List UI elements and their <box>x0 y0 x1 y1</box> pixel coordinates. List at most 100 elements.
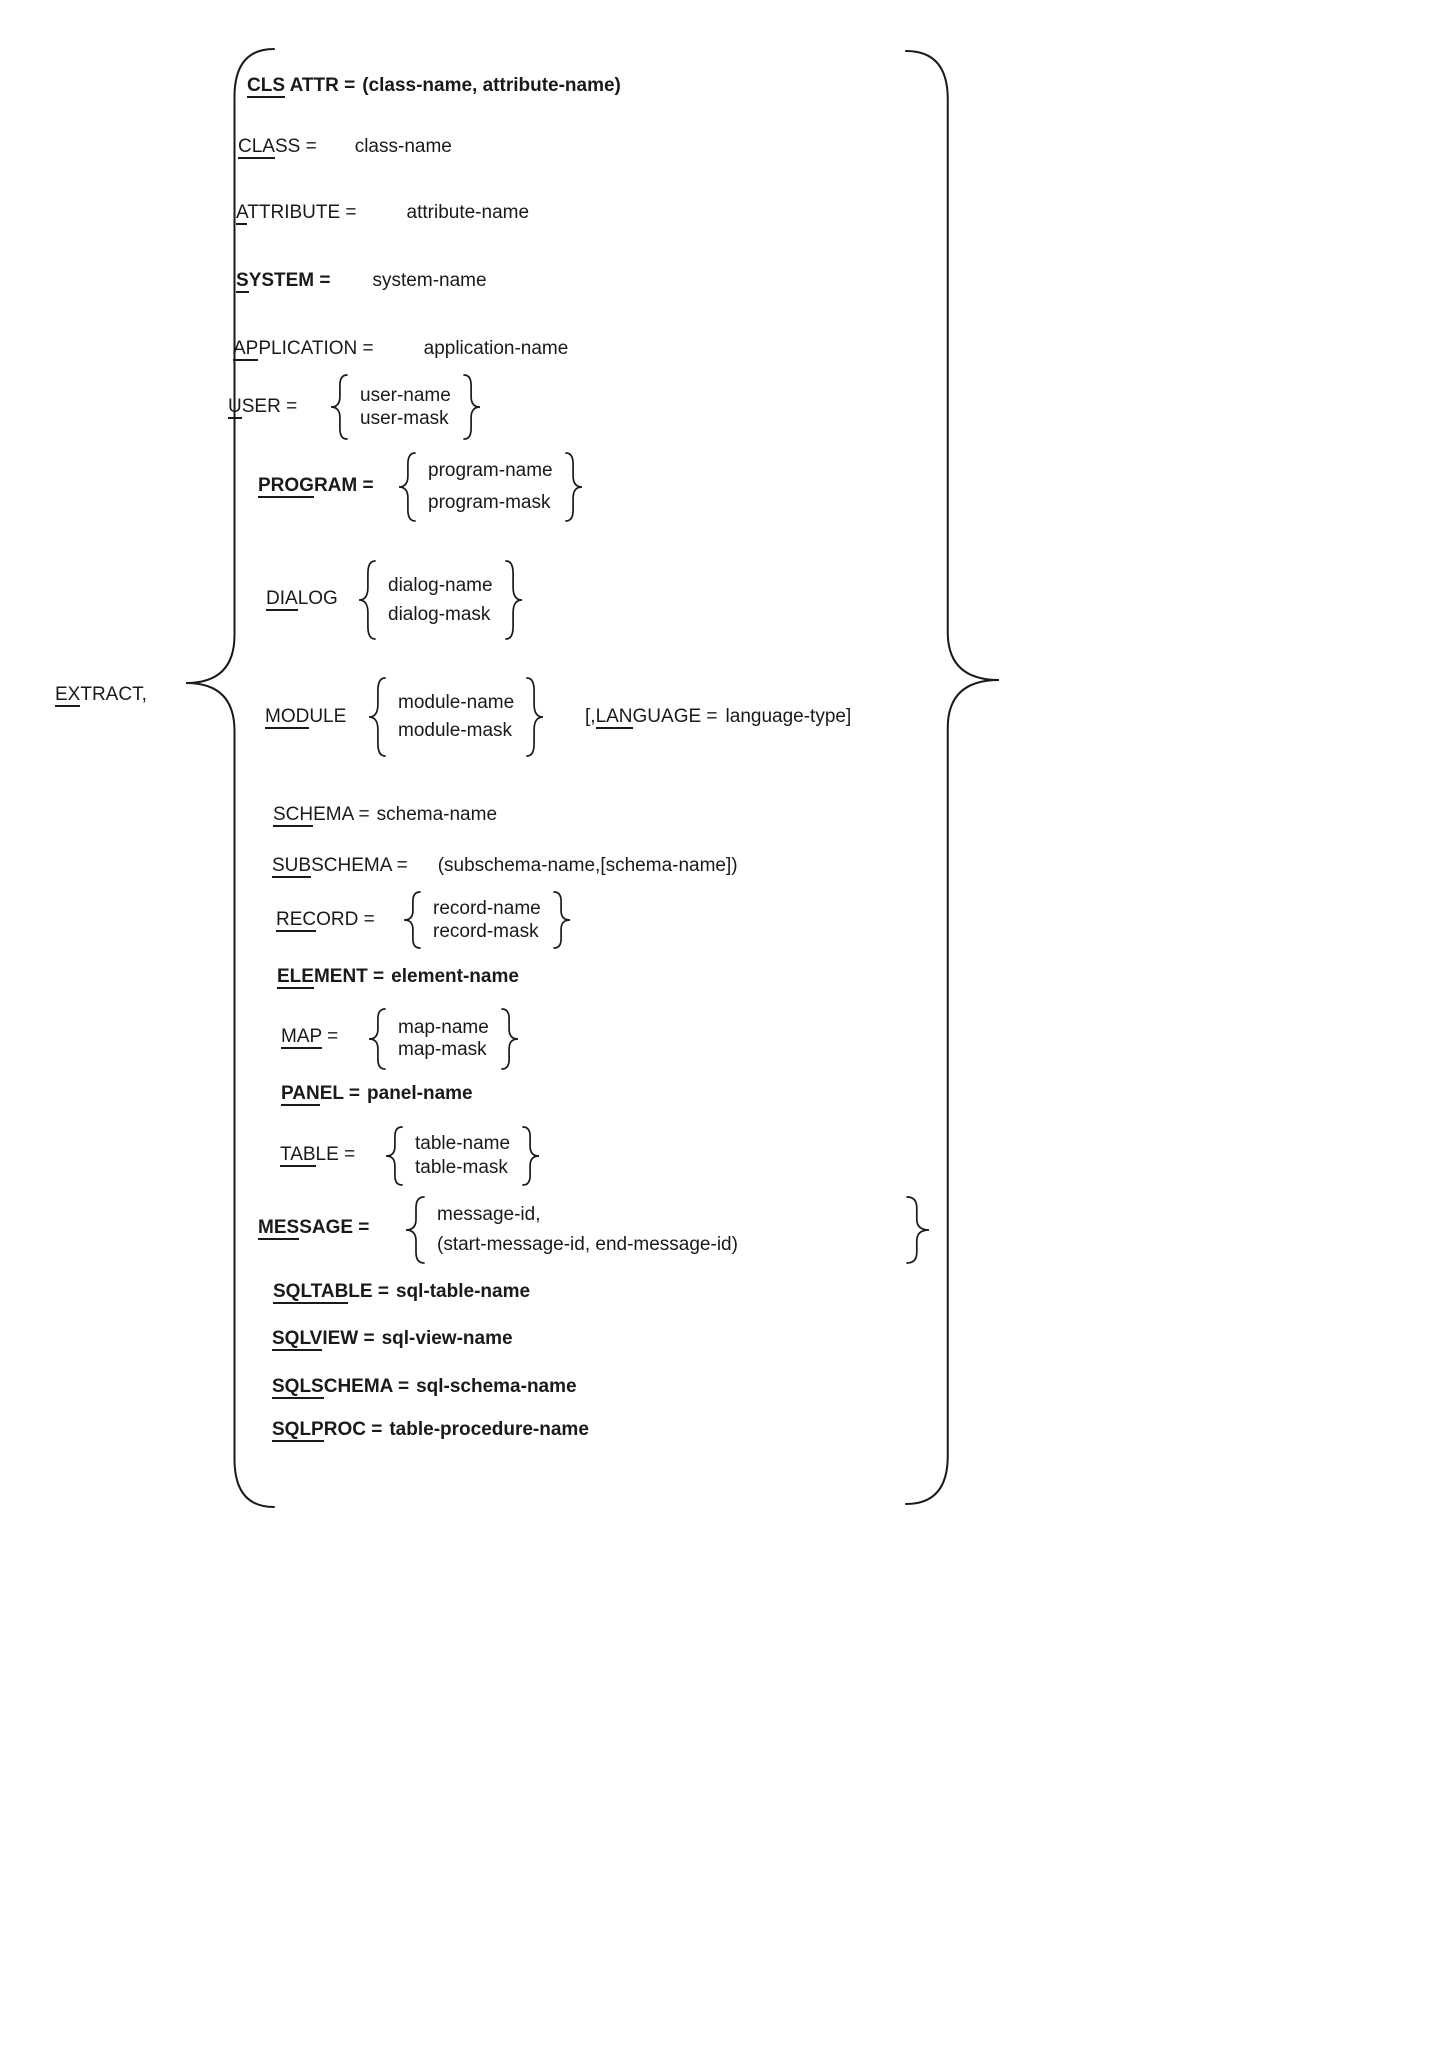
keyword-dialog: DIALOG <box>266 588 338 611</box>
option-table: TABLE = <box>280 1144 356 1167</box>
operand-schema-name: schema-name <box>376 804 498 825</box>
operand-message-id-range: (start-message-id, end-message-id) <box>437 1234 738 1255</box>
option-module: MODULE <box>265 706 347 729</box>
option-record: RECORD = <box>276 909 375 932</box>
option-sqlview: SQLVIEW = sql-view-name <box>272 1328 513 1351</box>
keyword-class: CLASS = <box>238 136 317 159</box>
module-close-brace <box>526 677 544 757</box>
map-choice-group: map-name map-mask <box>368 1008 519 1070</box>
operand-record-mask: record-mask <box>433 921 539 942</box>
operand-application-name: application-name <box>423 338 569 359</box>
user-close-brace <box>462 374 481 440</box>
operand-sql-table-name: sql-table-name <box>395 1281 531 1302</box>
message-open-brace <box>405 1196 425 1264</box>
operand-element-name: element-name <box>391 966 519 987</box>
map-open-brace <box>368 1008 386 1070</box>
option-class: CLASS = class-name <box>238 136 452 159</box>
operand-user-name: user-name <box>360 385 451 406</box>
dialog-choice-group: dialog-name dialog-mask <box>358 560 523 640</box>
keyword-message: MESSAGE = <box>258 1217 370 1240</box>
keyword-attribute: ATTRIBUTE = <box>236 202 357 225</box>
dialog-open-brace <box>358 560 376 640</box>
option-dialog: DIALOG <box>266 588 338 611</box>
keyword-subschema: SUBSCHEMA = <box>272 855 408 878</box>
left-selection-brace <box>185 48 275 1508</box>
dialog-close-brace <box>504 560 523 640</box>
option-user: USER = <box>228 396 298 419</box>
operand-user-mask: user-mask <box>360 408 449 429</box>
language-open-bracket: [, <box>585 706 596 727</box>
keyword-module: MODULE <box>265 706 347 729</box>
operand-program-mask: program-mask <box>428 492 551 513</box>
extract-keyword-rest: TRACT, <box>80 684 147 705</box>
module-language-clause: [,LANGUAGE = language-type] <box>585 706 852 729</box>
option-panel: PANEL = panel-name <box>281 1083 473 1106</box>
option-element: ELEMENT = element-name <box>277 966 519 989</box>
table-open-brace <box>385 1126 403 1186</box>
operand-table-procedure-name: table-procedure-name <box>389 1419 589 1440</box>
option-sqltable: SQLTABLE = sql-table-name <box>273 1281 531 1304</box>
program-open-brace <box>398 452 416 522</box>
operand-record-name: record-name <box>433 898 541 919</box>
keyword-schema: SCHEMA = <box>273 804 370 827</box>
operand-sql-view-name: sql-view-name <box>381 1328 513 1349</box>
keyword-cls-attr: CLS ATTR = <box>247 75 356 98</box>
operand-attribute-name: attribute-name <box>406 202 530 223</box>
keyword-sqlview: SQLVIEW = <box>272 1328 375 1351</box>
right-selection-brace <box>905 50 1000 1505</box>
operand-module-name: module-name <box>398 692 515 713</box>
option-system: SYSTEM = system-name <box>236 270 487 293</box>
option-program: PROGRAM = <box>258 475 374 498</box>
extract-keyword-underlined: EX <box>55 684 81 707</box>
option-map: MAP = <box>281 1026 339 1049</box>
extract-keyword: EXTRACT, <box>55 684 147 707</box>
keyword-system: SYSTEM = <box>236 270 331 293</box>
program-close-brace <box>564 452 583 522</box>
operand-table-name: table-name <box>415 1133 511 1154</box>
user-choice-group: user-name user-mask <box>330 374 481 440</box>
keyword-sqlschema: SQLSCHEMA = <box>272 1376 410 1399</box>
keyword-table: TABLE = <box>280 1144 356 1167</box>
record-choice-group: record-name record-mask <box>403 891 571 949</box>
operand-message-id: message-id, <box>437 1204 541 1225</box>
module-choice-group: module-name module-mask <box>368 677 544 757</box>
operand-module-mask: module-mask <box>398 720 513 741</box>
option-application: APPLICATION =application-name <box>233 338 569 361</box>
operand-language-type: language-type] <box>725 706 852 727</box>
keyword-record: RECORD = <box>276 909 375 932</box>
operand-dialog-mask: dialog-mask <box>388 604 491 625</box>
option-attribute: ATTRIBUTE = attribute-name <box>236 202 530 225</box>
module-open-brace <box>368 677 386 757</box>
keyword-user: USER = <box>228 396 298 419</box>
option-message: MESSAGE = <box>258 1217 370 1240</box>
keyword-language-rest: GUAGE = <box>632 706 718 727</box>
keyword-element: ELEMENT = <box>277 966 385 989</box>
operand-system-name: system-name <box>372 270 487 291</box>
keyword-sqlproc: SQLPROC = <box>272 1419 383 1442</box>
message-choice-group: message-id, (start-message-id, end-messa… <box>405 1196 750 1264</box>
operand-class-name: class-name <box>354 136 452 157</box>
message-close-brace <box>906 1196 930 1264</box>
keyword-language-underlined: LAN <box>595 706 633 729</box>
option-cls-attr: CLS ATTR = (class-name, attribute-name) <box>247 75 621 98</box>
keyword-panel: PANEL = <box>281 1083 361 1106</box>
keyword-map: MAP = <box>281 1026 339 1049</box>
table-choice-group: table-name table-mask <box>385 1126 540 1186</box>
keyword-program: PROGRAM = <box>258 475 374 498</box>
operand-dialog-name: dialog-name <box>388 575 493 596</box>
table-close-brace <box>522 1126 540 1186</box>
operand-panel-name: panel-name <box>367 1083 473 1104</box>
program-choice-group: program-name program-mask <box>398 452 583 522</box>
operand-table-mask: table-mask <box>415 1157 508 1178</box>
operand-program-name: program-name <box>428 460 553 481</box>
record-close-brace <box>552 891 571 949</box>
keyword-sqltable: SQLTABLE = <box>273 1281 389 1304</box>
operand-cls-attr: (class-name, attribute-name) <box>362 75 621 96</box>
operand-sql-schema-name: sql-schema-name <box>416 1376 577 1397</box>
option-schema: SCHEMA = schema-name <box>273 804 498 827</box>
option-sqlschema: SQLSCHEMA = sql-schema-name <box>272 1376 577 1399</box>
map-close-brace <box>500 1008 519 1070</box>
user-open-brace <box>330 374 348 440</box>
operand-map-mask: map-mask <box>398 1039 487 1060</box>
